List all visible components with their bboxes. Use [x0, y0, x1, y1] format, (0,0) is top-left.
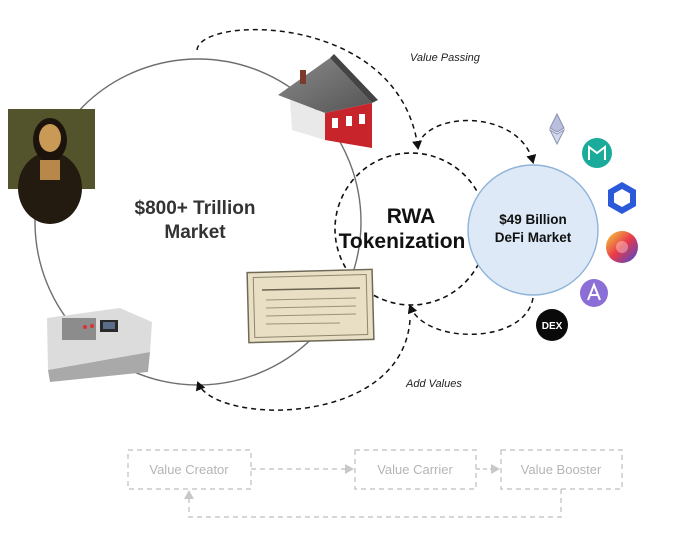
big-market-label-line1: $800+ Trillion — [135, 198, 256, 219]
stock-certificate — [246, 268, 375, 344]
value-booster-label: Value Booster — [521, 462, 602, 477]
aave-icon — [580, 279, 608, 307]
rwa-label-line1: RWA — [387, 205, 436, 228]
add-values-arrow — [196, 319, 411, 411]
add-values-label: Add Values — [405, 378, 462, 390]
defi-label-line1: $49 Billion — [499, 212, 567, 227]
big-market-label-line2: Market — [164, 222, 226, 243]
value-carrier-box — [354, 449, 477, 490]
value-passing-arrow — [196, 28, 423, 150]
house — [278, 54, 378, 148]
booster-to-creator-feedback-arrow — [184, 489, 562, 518]
dex-icon-label: DEX — [542, 321, 563, 332]
cnc-machine — [47, 308, 152, 382]
rwa-to-defi-arrow — [417, 119, 537, 164]
defi-circle — [467, 164, 599, 296]
maker-icon — [582, 138, 612, 168]
value-carrier-label: Value Carrier — [377, 462, 453, 477]
value-creator-label: Value Creator — [149, 462, 229, 477]
rwa-label-line2: Tokenization — [339, 230, 466, 253]
ethereum-icon — [548, 112, 566, 146]
defi-to-rwa-arrow — [407, 297, 534, 335]
mona-lisa-painting — [8, 109, 95, 224]
curve-icon — [606, 231, 638, 263]
defi-label-line2: DeFi Market — [495, 230, 572, 245]
dex-icon: DEX — [536, 309, 568, 341]
value-passing-label: Value Passing — [410, 52, 481, 64]
chainlink-icon — [608, 182, 636, 214]
